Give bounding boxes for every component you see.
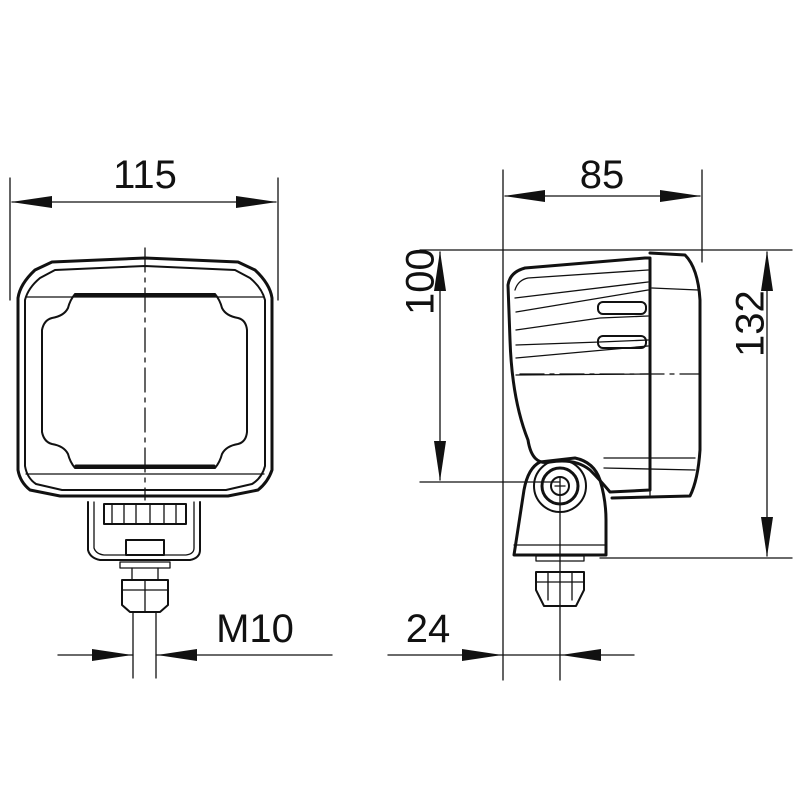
housing-outline [16, 256, 274, 498]
dimension-depth-label: 85 [580, 153, 625, 197]
dimension-pivot-height-label: 100 [399, 248, 443, 315]
dimension-mount-offset: 24 [387, 607, 635, 661]
dimension-pivot-height: 100 [399, 248, 561, 483]
dimension-thread: M10 [57, 607, 333, 679]
dimension-mount-offset-label: 24 [406, 607, 451, 651]
side-view: 85 100 132 [387, 153, 793, 681]
front-bracket [87, 501, 201, 613]
dimension-width-label: 115 [113, 153, 177, 197]
dimension-total-height: 132 [599, 251, 793, 559]
dimension-thread-label: M10 [216, 607, 294, 651]
lens-outline [41, 293, 248, 469]
dimension-total-height-label: 132 [729, 290, 773, 357]
front-view: 115 [9, 153, 333, 679]
dimension-depth: 85 [502, 153, 703, 681]
side-mount [512, 456, 608, 681]
side-housing [506, 251, 702, 500]
dimension-width: 115 [9, 153, 279, 301]
housing-inner-outline [24, 265, 266, 491]
